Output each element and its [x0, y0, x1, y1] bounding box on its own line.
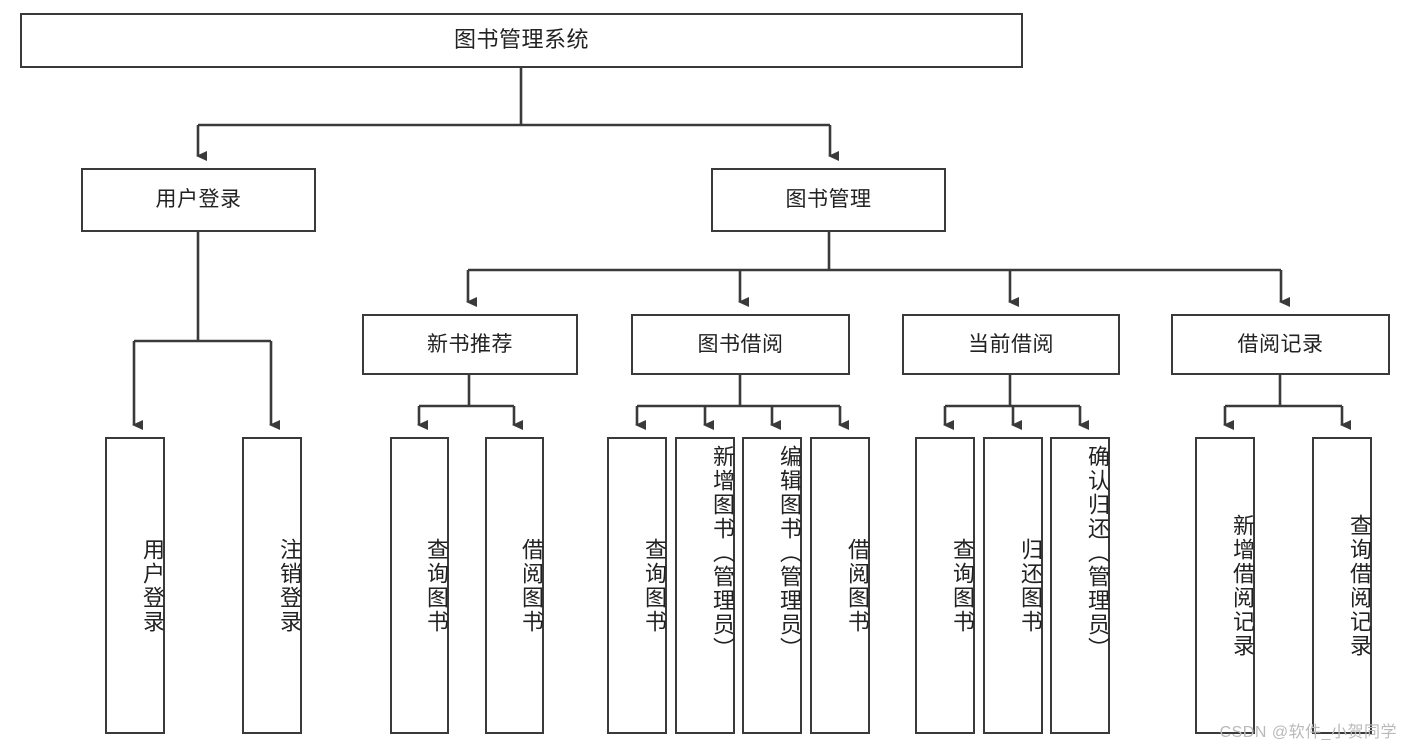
leaf-borrow-record-add-record[interactable]: 新增借阅记录 — [1195, 437, 1255, 734]
node-root-book-management-system[interactable]: 图书管理系统 — [20, 13, 1023, 68]
node-current-borrow[interactable]: 当前借阅 — [902, 314, 1120, 375]
node-label: 用户登录 — [155, 188, 242, 212]
leaf-current-borrow-confirm-return-admin[interactable]: 确认归还（管理员） — [1050, 437, 1110, 734]
leaf-current-borrow-return-book[interactable]: 归还图书 — [983, 437, 1043, 734]
node-new-book-recommend[interactable]: 新书推荐 — [362, 314, 578, 375]
leaf-book-borrow-edit-book-admin[interactable]: 编辑图书（管理员） — [742, 437, 802, 734]
node-label: 图书借阅 — [697, 332, 784, 356]
node-label: 当前借阅 — [968, 332, 1054, 356]
leaf-book-borrow-add-book-admin[interactable]: 新增图书（管理员） — [675, 437, 735, 734]
node-label: 查询借阅记录 — [1347, 513, 1372, 658]
node-label: 注销登录 — [277, 537, 302, 634]
node-label: 图书管理 — [785, 188, 872, 212]
node-book-management[interactable]: 图书管理 — [711, 168, 946, 232]
leaf-book-borrow-borrow-book[interactable]: 借阅图书 — [810, 437, 870, 734]
node-label: 确认归还（管理员） — [1085, 445, 1110, 661]
leaf-book-borrow-query-book[interactable]: 查询图书 — [607, 437, 667, 734]
leaf-user-login-logout[interactable]: 注销登录 — [242, 437, 302, 734]
node-label: 用户登录 — [140, 537, 165, 634]
node-label: 新增图书（管理员） — [710, 445, 735, 661]
node-label: 编辑图书（管理员） — [777, 445, 802, 661]
node-label: 查询图书 — [424, 537, 449, 634]
node-label: 借阅图书 — [845, 537, 870, 634]
leaf-borrow-record-query-record[interactable]: 查询借阅记录 — [1312, 437, 1372, 734]
node-user-login[interactable]: 用户登录 — [81, 168, 316, 232]
leaf-current-borrow-query-book[interactable]: 查询图书 — [915, 437, 975, 734]
node-label: 新书推荐 — [427, 332, 513, 356]
node-label: 新增借阅记录 — [1230, 513, 1255, 658]
node-label: 查询图书 — [950, 537, 975, 634]
node-label: 借阅记录 — [1237, 332, 1324, 356]
node-borrow-record[interactable]: 借阅记录 — [1171, 314, 1390, 375]
node-book-borrow[interactable]: 图书借阅 — [631, 314, 850, 375]
leaf-new-book-borrow-book[interactable]: 借阅图书 — [485, 437, 544, 734]
leaf-user-login-login[interactable]: 用户登录 — [105, 437, 165, 734]
node-label: 图书管理系统 — [453, 27, 589, 53]
csdn-watermark: CSDN @软件_小贺同学 — [1219, 724, 1397, 741]
node-label: 归还图书 — [1018, 537, 1043, 634]
node-label: 查询图书 — [642, 537, 667, 634]
node-label: 借阅图书 — [519, 537, 544, 634]
leaf-new-book-query-book[interactable]: 查询图书 — [390, 437, 449, 734]
